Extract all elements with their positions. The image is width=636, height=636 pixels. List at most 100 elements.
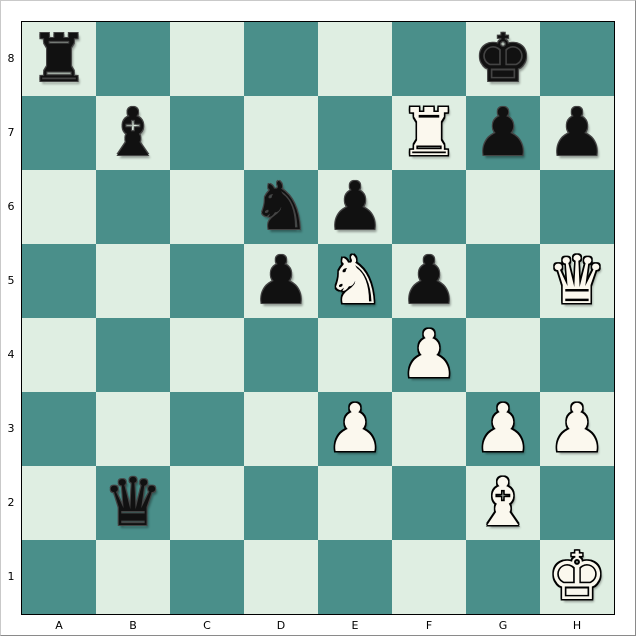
black-pawn-icon[interactable]: ♟	[251, 242, 311, 319]
square-a2[interactable]	[22, 466, 96, 540]
square-a7[interactable]	[22, 96, 96, 170]
square-b5[interactable]	[96, 244, 170, 318]
file-label-f: F	[425, 619, 433, 632]
square-e2[interactable]	[318, 466, 392, 540]
white-pawn-icon[interactable]: ♟	[473, 390, 533, 467]
square-h4[interactable]	[540, 318, 614, 392]
square-f1[interactable]	[392, 540, 466, 614]
square-g4[interactable]	[466, 318, 540, 392]
square-h1[interactable]: ♚	[540, 540, 614, 614]
square-h6[interactable]	[540, 170, 614, 244]
file-label-g: G	[498, 619, 508, 632]
square-b4[interactable]	[96, 318, 170, 392]
square-c7[interactable]	[170, 96, 244, 170]
file-label-d: D	[276, 619, 286, 632]
rank-label-4: 4	[7, 348, 15, 361]
black-king-icon[interactable]: ♚	[473, 20, 533, 97]
square-a4[interactable]	[22, 318, 96, 392]
square-d6[interactable]: ♞	[244, 170, 318, 244]
square-c5[interactable]	[170, 244, 244, 318]
white-queen-icon[interactable]: ♛	[547, 242, 607, 319]
square-d1[interactable]	[244, 540, 318, 614]
square-d2[interactable]	[244, 466, 318, 540]
square-e5[interactable]: ♞	[318, 244, 392, 318]
square-g1[interactable]	[466, 540, 540, 614]
square-d8[interactable]	[244, 22, 318, 96]
rank-label-6: 6	[7, 200, 15, 213]
square-a5[interactable]	[22, 244, 96, 318]
square-e4[interactable]	[318, 318, 392, 392]
square-b2[interactable]: ♛	[96, 466, 170, 540]
file-label-a: A	[55, 619, 63, 632]
square-c4[interactable]	[170, 318, 244, 392]
black-rook-icon[interactable]: ♜	[29, 20, 89, 97]
black-pawn-icon[interactable]: ♟	[325, 168, 385, 245]
square-e6[interactable]: ♟	[318, 170, 392, 244]
square-c8[interactable]	[170, 22, 244, 96]
square-a8[interactable]: ♜	[22, 22, 96, 96]
square-h3[interactable]: ♟	[540, 392, 614, 466]
black-pawn-icon[interactable]: ♟	[473, 94, 533, 171]
white-pawn-icon[interactable]: ♟	[547, 390, 607, 467]
square-g2[interactable]: ♝	[466, 466, 540, 540]
square-d3[interactable]	[244, 392, 318, 466]
file-label-h: H	[572, 619, 582, 632]
square-a6[interactable]	[22, 170, 96, 244]
square-d5[interactable]: ♟	[244, 244, 318, 318]
white-pawn-icon[interactable]: ♟	[325, 390, 385, 467]
square-d4[interactable]	[244, 318, 318, 392]
rank-label-5: 5	[7, 274, 15, 287]
white-rook-icon[interactable]: ♜	[399, 94, 459, 171]
black-pawn-icon[interactable]: ♟	[547, 94, 607, 171]
file-label-c: C	[203, 619, 211, 632]
square-c1[interactable]	[170, 540, 244, 614]
rank-label-8: 8	[7, 52, 15, 65]
square-h5[interactable]: ♛	[540, 244, 614, 318]
rank-label-1: 1	[7, 570, 15, 583]
square-f2[interactable]	[392, 466, 466, 540]
square-e1[interactable]	[318, 540, 392, 614]
square-g6[interactable]	[466, 170, 540, 244]
square-g7[interactable]: ♟	[466, 96, 540, 170]
square-b6[interactable]	[96, 170, 170, 244]
square-b3[interactable]	[96, 392, 170, 466]
square-f3[interactable]	[392, 392, 466, 466]
white-knight-icon[interactable]: ♞	[325, 242, 385, 319]
square-f5[interactable]: ♟	[392, 244, 466, 318]
square-e7[interactable]	[318, 96, 392, 170]
square-c3[interactable]	[170, 392, 244, 466]
square-g3[interactable]: ♟	[466, 392, 540, 466]
rank-label-7: 7	[7, 126, 15, 139]
square-f6[interactable]	[392, 170, 466, 244]
rank-label-3: 3	[7, 422, 15, 435]
square-g8[interactable]: ♚	[466, 22, 540, 96]
square-b7[interactable]: ♝	[96, 96, 170, 170]
square-e8[interactable]	[318, 22, 392, 96]
black-pawn-icon[interactable]: ♟	[399, 242, 459, 319]
black-bishop-icon[interactable]: ♝	[103, 94, 163, 171]
white-bishop-icon[interactable]: ♝	[473, 464, 533, 541]
rank-label-2: 2	[7, 496, 15, 509]
square-b1[interactable]	[96, 540, 170, 614]
white-king-icon[interactable]: ♚	[547, 538, 607, 615]
file-label-b: B	[129, 619, 137, 632]
square-a3[interactable]	[22, 392, 96, 466]
square-h8[interactable]	[540, 22, 614, 96]
square-c2[interactable]	[170, 466, 244, 540]
square-h2[interactable]	[540, 466, 614, 540]
square-a1[interactable]	[22, 540, 96, 614]
square-g5[interactable]	[466, 244, 540, 318]
square-b8[interactable]	[96, 22, 170, 96]
black-knight-icon[interactable]: ♞	[251, 168, 311, 245]
chess-board: ♜♚♝♜♟♟♞♟♟♞♟♛♟♟♟♟♛♝♚	[21, 21, 615, 615]
square-f7[interactable]: ♜	[392, 96, 466, 170]
square-f8[interactable]	[392, 22, 466, 96]
square-d7[interactable]	[244, 96, 318, 170]
square-h7[interactable]: ♟	[540, 96, 614, 170]
square-e3[interactable]: ♟	[318, 392, 392, 466]
white-pawn-icon[interactable]: ♟	[399, 316, 459, 393]
file-label-e: E	[351, 619, 359, 632]
square-c6[interactable]	[170, 170, 244, 244]
black-queen-icon[interactable]: ♛	[103, 464, 163, 541]
square-f4[interactable]: ♟	[392, 318, 466, 392]
